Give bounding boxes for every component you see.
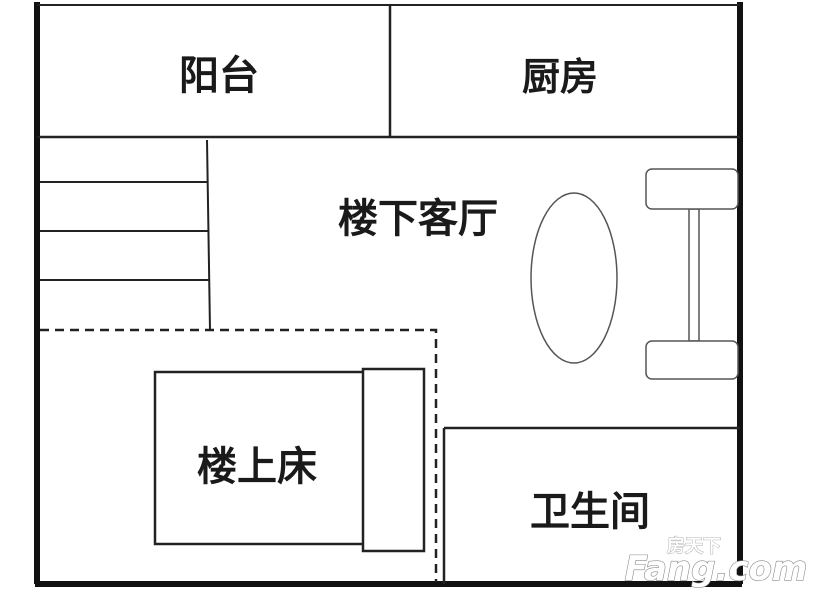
label-kitchen: 厨房 bbox=[522, 55, 598, 99]
loft-outline bbox=[40, 328, 438, 582]
staircase bbox=[40, 139, 211, 331]
watermark-brand-text: Fang.com bbox=[625, 549, 808, 589]
label-bathroom: 卫生间 bbox=[530, 489, 650, 535]
outer-walls bbox=[34, 2, 743, 587]
watermark: 房天下 Fang.com bbox=[624, 535, 808, 590]
coffee-table bbox=[530, 192, 618, 364]
top-rooms-walls bbox=[37, 5, 740, 139]
label-upper-bed: 楼上床 bbox=[197, 444, 317, 490]
bathroom-walls bbox=[442, 426, 740, 584]
label-living-room: 楼下客厅 bbox=[338, 196, 498, 242]
watermark-top-text: 房天下 bbox=[667, 535, 721, 557]
sofa bbox=[645, 168, 739, 380]
bed bbox=[153, 367, 426, 553]
label-balcony: 阳台 bbox=[179, 53, 259, 99]
